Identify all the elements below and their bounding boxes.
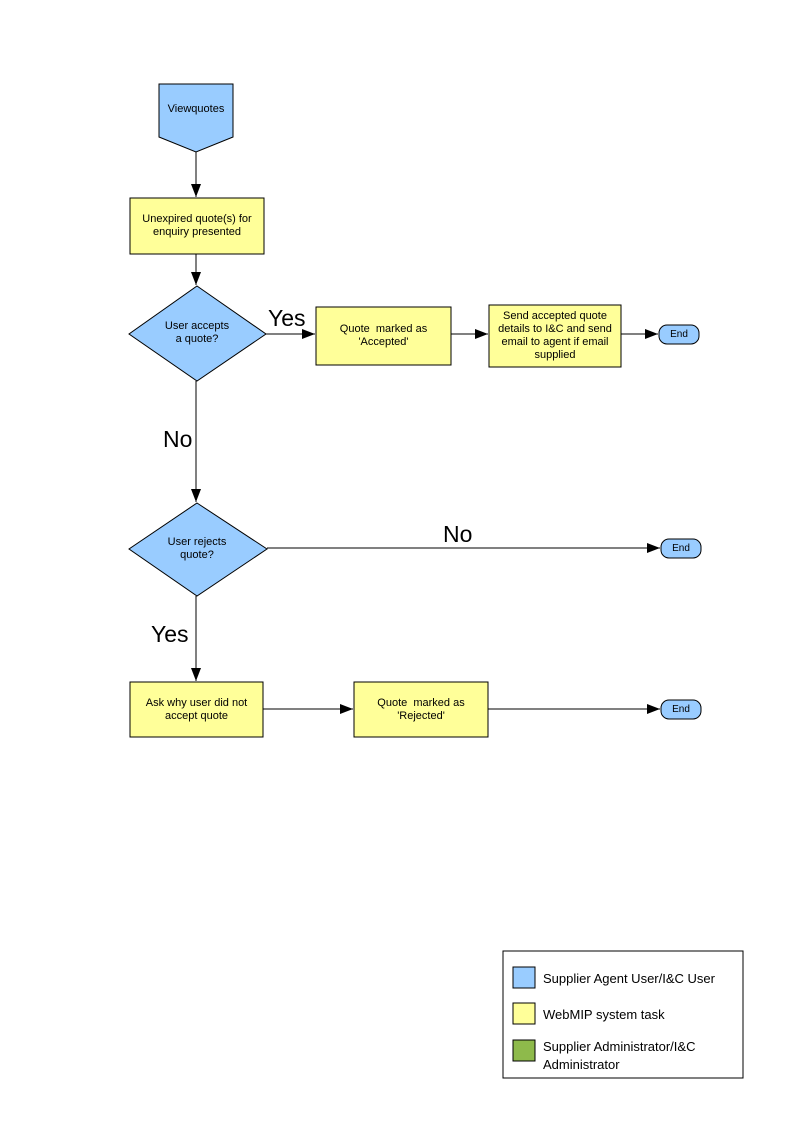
end-terminator-2-shape [660,538,702,559]
ask-why-box-shape [129,681,264,738]
reject-decision-diamond-shape [128,502,268,597]
edge-label-reject-yes: Yes [151,621,189,647]
legend-swatch-actor [512,966,536,989]
accept-decision-diamond-shape [128,285,267,382]
end-terminator-3-shape [660,699,702,720]
mark-rejected-box-shape [353,681,489,738]
legend-label-admin: Supplier Administrator/I&C Administrator [543,1039,696,1072]
legend-label-actor: Supplier Agent User/I&C User [543,971,715,986]
legend-swatch-task [512,1002,536,1025]
legend-swatch-admin [512,1039,536,1062]
send-details-box-shape [488,304,622,368]
legend-label-task: WebMIP system task [543,1007,665,1022]
edge-label-accept-yes: Yes [268,305,306,331]
edge-label-accept-no: No [163,426,193,452]
start-pentagon-shape [158,83,234,153]
mark-accepted-box-shape [315,306,452,366]
edge-label-reject-no: No [443,521,473,547]
end-terminator-1-shape [658,324,700,345]
legend-box [502,950,744,1079]
present-quotes-box-shape [129,197,265,255]
